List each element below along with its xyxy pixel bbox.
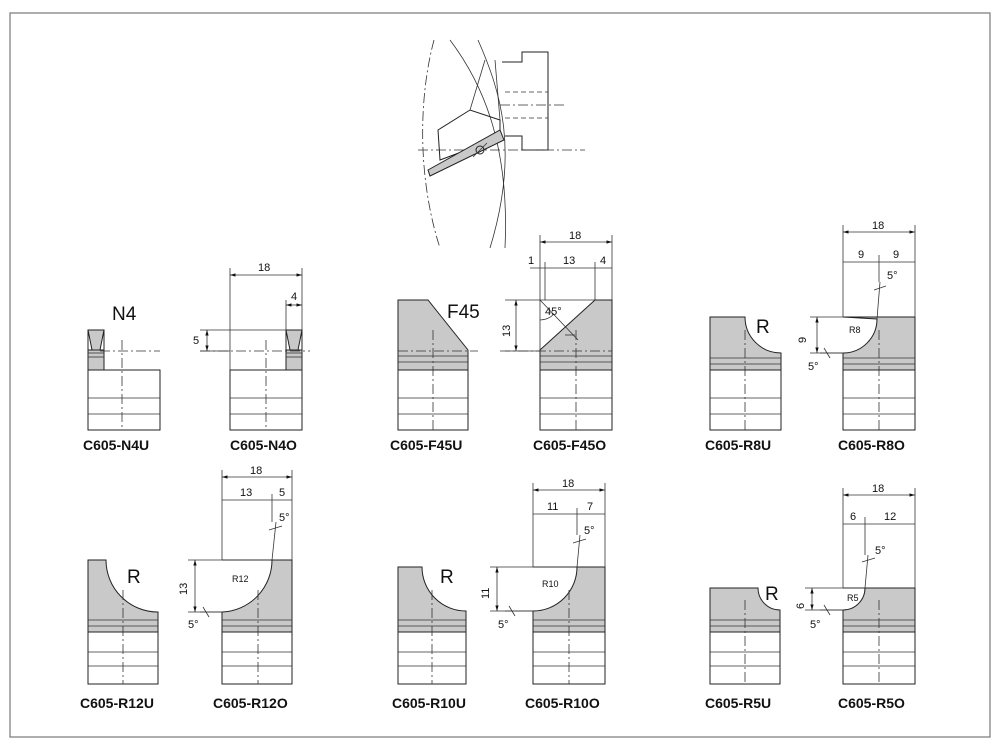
dim-r8o-angle-top: 5° <box>887 270 898 282</box>
captions: C605-N4U C605-N4O C605-F45U C605-F45O C6… <box>80 437 905 711</box>
caption-r8o: C605-R8O <box>838 437 905 453</box>
dim-r12o-angle-bottom: 5° <box>188 619 199 631</box>
dim-r12o-radius: R12 <box>232 574 249 584</box>
dim-f45o-mid: 13 <box>563 255 575 267</box>
dim-r8o-right: 9 <box>893 249 899 261</box>
profile-r8u: R <box>709 316 782 431</box>
profile-f45u: F45 <box>397 299 480 431</box>
caption-n4u: C605-N4U <box>83 437 149 453</box>
dim-r5o-height: 6 <box>795 603 807 609</box>
profile-r12o: 13 R12 5° 5° 18 13 5 <box>178 465 293 685</box>
dim-r12o-width: 18 <box>250 465 262 477</box>
type-label-f45: F45 <box>447 302 480 323</box>
profile-r5u: R <box>709 584 781 685</box>
dim-r10o-angle-bottom: 5° <box>498 619 509 631</box>
dim-r8o-left: 9 <box>858 249 864 261</box>
caption-n4o: C605-N4O <box>230 437 297 453</box>
profile-r8o: 9 R8 5° 5° 18 9 9 <box>797 220 916 431</box>
caption-r12o: C605-R12O <box>213 695 288 711</box>
dim-f45o-width: 18 <box>569 230 581 242</box>
dim-r10o-width: 18 <box>562 478 574 490</box>
profile-r5o: 6 R5 5° 5° 18 6 12 <box>795 483 916 685</box>
dim-n4o-tip: 4 <box>291 291 297 303</box>
type-label-r8: R <box>756 317 770 338</box>
type-label-r10: R <box>440 567 454 588</box>
caption-r5o: C605-R5O <box>838 695 905 711</box>
dim-r5o-right: 12 <box>884 511 896 523</box>
dim-r10o-left: 11 <box>547 501 558 513</box>
dim-r10o-radius: R10 <box>542 579 559 589</box>
caption-r12u: C605-R12U <box>80 695 154 711</box>
profile-f45o: 45° 18 1 13 4 13 <box>500 230 613 431</box>
dim-r8o-angle-bottom: 5° <box>808 361 819 373</box>
profile-r10u: R <box>397 566 467 685</box>
dim-r10o-right: 7 <box>587 501 593 513</box>
dim-f45o-height: 13 <box>501 325 513 337</box>
dim-r12o-angle-top: 5° <box>279 512 290 524</box>
dim-r5o-left: 6 <box>850 511 856 523</box>
type-label-r5: R <box>765 584 779 605</box>
dim-f45o-angle: 45° <box>545 306 562 318</box>
caption-f45u: C605-F45U <box>390 437 462 453</box>
dim-r5o-radius: R5 <box>847 593 859 603</box>
dim-r8o-width: 18 <box>872 220 884 232</box>
profile-n4o: 18 4 5 <box>193 262 310 431</box>
dim-r8o-radius: R8 <box>849 325 861 335</box>
profile-r10o: 11 R10 5° 5° 18 11 7 <box>480 478 606 685</box>
dim-n4o-width: 18 <box>258 262 270 274</box>
caption-r8u: C605-R8U <box>705 437 771 453</box>
dim-f45o-left: 1 <box>528 255 534 267</box>
dim-r10o-height: 11 <box>480 588 492 599</box>
dim-r10o-angle-top: 5° <box>584 525 595 537</box>
dim-r8o-height: 9 <box>797 337 809 343</box>
type-label-r12: R <box>127 567 141 588</box>
dim-r5o-width: 18 <box>872 483 884 495</box>
dim-r12o-height: 13 <box>178 583 190 595</box>
dim-r5o-angle-bottom: 5° <box>810 619 821 631</box>
sheet-border <box>9 12 991 738</box>
dim-r12o-right: 5 <box>279 487 285 499</box>
dim-r12o-left: 13 <box>240 487 252 499</box>
dim-r5o-angle-top: 5° <box>875 545 886 557</box>
caption-r10o: C605-R10O <box>525 695 600 711</box>
dim-f45o-right: 4 <box>600 255 606 267</box>
type-label-n4: N4 <box>112 304 137 325</box>
profile-n4u: N4 <box>87 304 161 431</box>
caption-r5u: C605-R5U <box>705 695 771 711</box>
profile-r12u: R <box>87 559 159 685</box>
assembly-sketch <box>418 39 585 249</box>
dim-n4o-height: 5 <box>193 335 199 347</box>
caption-f45o: C605-F45O <box>533 437 606 453</box>
caption-r10u: C605-R10U <box>392 695 466 711</box>
